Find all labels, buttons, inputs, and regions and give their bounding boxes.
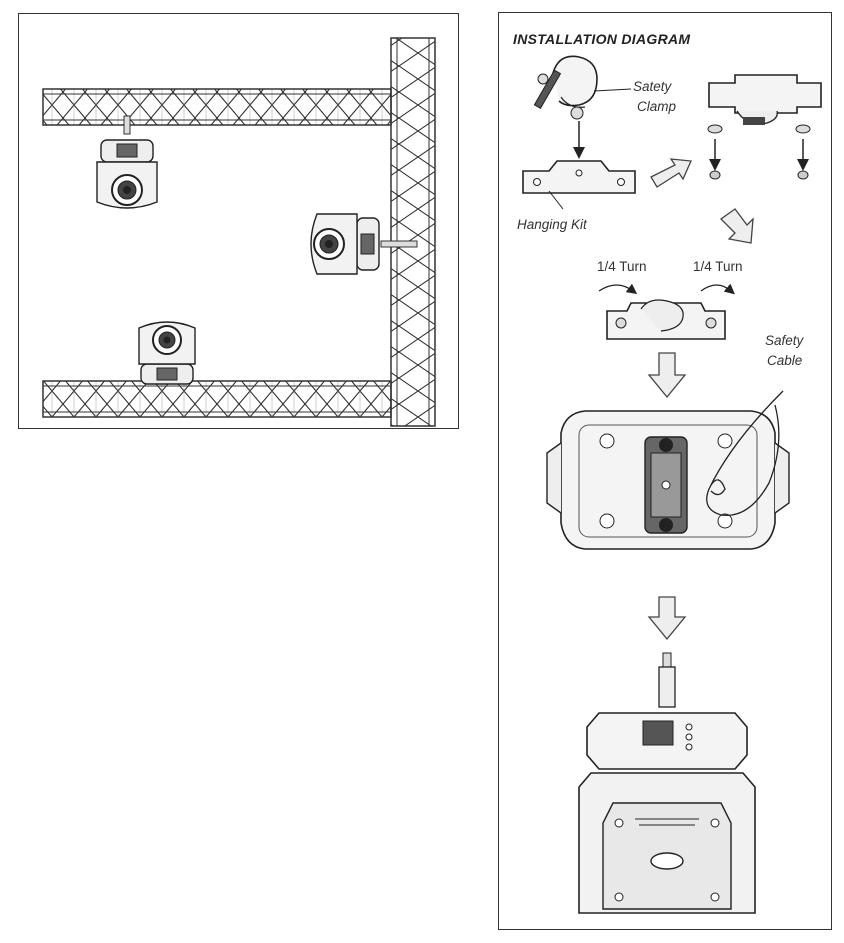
hanging-kit-label: Hanging Kit <box>517 217 587 232</box>
quarter-turn-right-label: 1/4 Turn <box>693 259 743 274</box>
truss-layout-drawing <box>42 37 436 427</box>
clamp-bracket-assembly <box>707 74 822 180</box>
step-arrow-down-2 <box>647 596 687 641</box>
quarter-turn-step <box>598 283 735 340</box>
step-arrow-down-1 <box>647 352 687 399</box>
safety-cable <box>706 390 784 517</box>
moving-head-fixture-side <box>310 213 418 275</box>
quarter-turn-left-label: 1/4 Turn <box>597 259 647 274</box>
truss-layout-panel <box>18 13 459 429</box>
moving-head-fixture-bottom <box>138 321 196 385</box>
safety-cable-label-line1: Safety <box>765 333 804 348</box>
right-vertical-truss <box>390 37 436 427</box>
bottom-truss <box>42 380 392 418</box>
safety-clamp-label-line1: Satety <box>633 79 672 94</box>
moving-head-fixture-top <box>96 115 158 209</box>
safety-clamp-illustration <box>533 55 632 159</box>
safety-cable-label-line2: Cable <box>767 353 803 368</box>
safety-clamp-label-line2: Clamp <box>637 99 677 114</box>
installation-diagram-panel: INSTALLATION DIAGRAM Satety Clamp Hangin… <box>498 12 832 930</box>
hung-fixture-final <box>578 652 756 914</box>
hanging-kit-bracket <box>522 160 636 210</box>
step-arrow-right <box>650 158 692 188</box>
installation-steps-drawing <box>522 55 822 914</box>
fixture-base-bottom-view <box>546 410 790 550</box>
step-arrow-down-left <box>719 208 754 244</box>
diagram-title: INSTALLATION DIAGRAM <box>513 31 691 47</box>
top-truss <box>42 88 392 126</box>
